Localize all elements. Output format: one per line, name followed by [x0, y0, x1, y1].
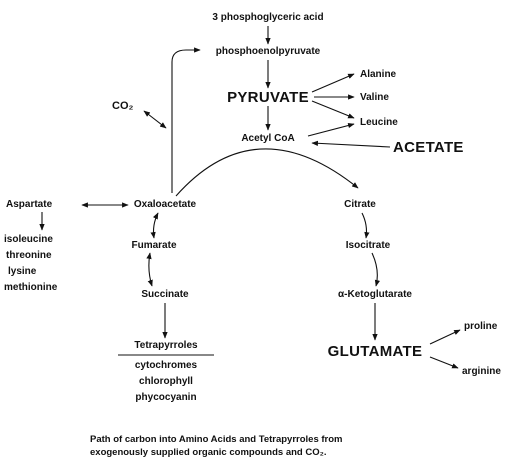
arrow-glutamate-to-proline [429, 329, 461, 345]
node-tetrapyrroles: Tetrapyrroles [134, 340, 198, 351]
node-alanine: Alanine [360, 69, 397, 80]
node-acetyl-coa: Acetyl CoA [241, 133, 295, 144]
arrow-tca-arc [175, 148, 359, 197]
node-leucine: Leucine [360, 117, 398, 128]
node-pyruvate: PYRUVATE [227, 89, 309, 106]
node-succinate: Succinate [141, 289, 189, 300]
node-3-phosphoglyceric-acid: 3 phosphoglyceric acid [212, 12, 324, 23]
node-glutamate: GLUTAMATE [327, 343, 423, 360]
node-methionine: methionine [4, 282, 58, 293]
arrow-isocitrate-to-ketoglutarate [371, 252, 380, 287]
node-phosphoenolpyruvate: phosphoenolpyruvate [215, 46, 321, 57]
caption-line-2: exogenously supplied organic compounds a… [90, 447, 327, 458]
arrow-fumarate-succinate [146, 252, 153, 287]
node-alpha-ketoglutarate: α-Ketoglutarate [338, 289, 412, 300]
node-phycocyanin: phycocyanin [135, 392, 197, 403]
arrow-pyruvate-to-alanine [311, 73, 355, 93]
arrow-oxaloacetate-to-pep [171, 47, 201, 193]
caption-line-1: Path of carbon into Amino Acids and Tetr… [90, 434, 343, 445]
arrow-acetate-to-acetylcoa [311, 140, 391, 148]
node-chlorophyll: chlorophyll [139, 376, 193, 387]
arrow-acetylcoa-to-leucine [307, 122, 355, 137]
arrow-pyruvate-to-leucine [311, 100, 355, 119]
node-oxaloacetate: Oxaloacetate [133, 199, 197, 210]
node-proline: proline [464, 321, 498, 332]
node-arginine: arginine [462, 366, 501, 377]
arrow-oxaloacetate-fumarate [150, 212, 159, 239]
node-acetate: ACETATE [393, 139, 464, 156]
node-valine: Valine [360, 92, 389, 103]
node-aspartate: Aspartate [6, 199, 53, 210]
arrow-glutamate-to-arginine [429, 356, 459, 369]
node-citrate: Citrate [344, 199, 376, 210]
arrow-citrate-to-isocitrate [361, 212, 370, 239]
arrow-co2-oxaloacetate [143, 110, 167, 129]
node-isocitrate: Isocitrate [345, 240, 391, 251]
node-isoleucine: isoleucine [4, 234, 53, 245]
node-lysine: lysine [8, 266, 37, 277]
node-fumarate: Fumarate [131, 240, 177, 251]
node-threonine: threonine [6, 250, 52, 261]
node-cytochromes: cytochromes [134, 360, 198, 371]
node-co2: CO₂ [112, 100, 134, 112]
